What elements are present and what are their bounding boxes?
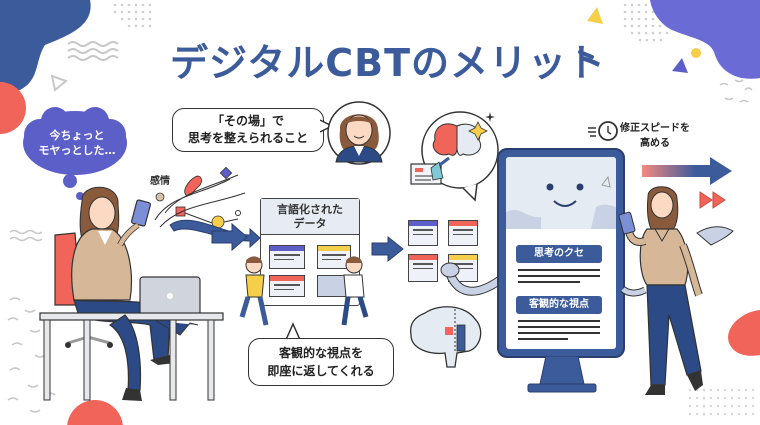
card-c — [408, 254, 438, 282]
speech-top-line-2: 思考を整えられること — [187, 131, 308, 145]
counselor-avatar — [327, 101, 391, 165]
thought-bubble: 今ちょっと モヤっとした… — [28, 114, 126, 172]
data-card-3 — [269, 275, 305, 297]
arrow-right-icon — [211, 222, 248, 252]
fast-forward-icon — [699, 191, 726, 209]
thought-line-2: モヤっとした… — [38, 144, 116, 157]
data-panel-header: 言語化された データ — [261, 199, 359, 235]
woman-at-desk-illustration — [39, 186, 224, 401]
data-panel-line-1: 言語化された — [277, 203, 343, 216]
speed-caption: 修正スピードを 高める — [620, 121, 690, 151]
verbalized-data-panel: 言語化された データ — [260, 198, 360, 306]
speech-bottom-line-1: 客観的な視点を — [278, 346, 363, 360]
page-title: デジタルCBTのメリット — [170, 41, 607, 85]
brain-icon — [409, 306, 482, 368]
smiley-face-icon — [506, 175, 616, 229]
tag-objective-view: 客観的な視点 — [516, 296, 602, 314]
data-card-1 — [269, 245, 305, 269]
speech-top-line-1: 「その場」で — [211, 114, 284, 128]
emotion-label: 感情 — [150, 176, 170, 187]
text-line — [518, 281, 580, 283]
walking-woman-illustration — [618, 186, 734, 395]
tag-thinking-habit: 思考のクセ — [516, 245, 602, 263]
monitor-display: 思考のクセ 客観的な視点 — [497, 148, 625, 358]
speech-bubble-bottom: 客観的な視点を 即座に返してくれる — [248, 338, 394, 386]
text-line — [518, 332, 600, 334]
clock-icon — [588, 121, 618, 141]
data-cards-group — [408, 220, 482, 292]
text-line — [518, 338, 568, 340]
arrow-right-icon-2 — [371, 235, 404, 263]
thought-line-1: 今ちょっと — [49, 129, 105, 142]
speed-line-2: 高める — [640, 138, 670, 149]
text-line — [518, 326, 600, 328]
text-line — [518, 269, 600, 271]
robot-arm — [440, 262, 503, 296]
thought-cloud-shape — [23, 107, 127, 200]
monitor-stand — [527, 356, 597, 393]
speed-line-1: 修正スピードを — [620, 123, 690, 134]
smiley-face-panel — [506, 157, 616, 229]
text-line — [518, 275, 600, 277]
data-panel-line-2: データ — [293, 217, 327, 230]
monitor-screen: 思考のクセ 客観的な視点 — [506, 157, 616, 349]
speech-bottom-line-2: 即座に返してくれる — [267, 364, 375, 378]
card-b — [448, 220, 478, 246]
text-line — [518, 320, 600, 322]
data-card-2 — [317, 245, 351, 269]
speech-tail-bottom — [284, 322, 302, 342]
speed-arrow-icon — [642, 157, 732, 185]
people-holding-panel — [239, 256, 369, 326]
brain-thought-bubble — [410, 111, 499, 202]
card-a — [408, 220, 438, 246]
speech-bubble-top: 「その場」で 思考を整えられること — [172, 108, 324, 152]
